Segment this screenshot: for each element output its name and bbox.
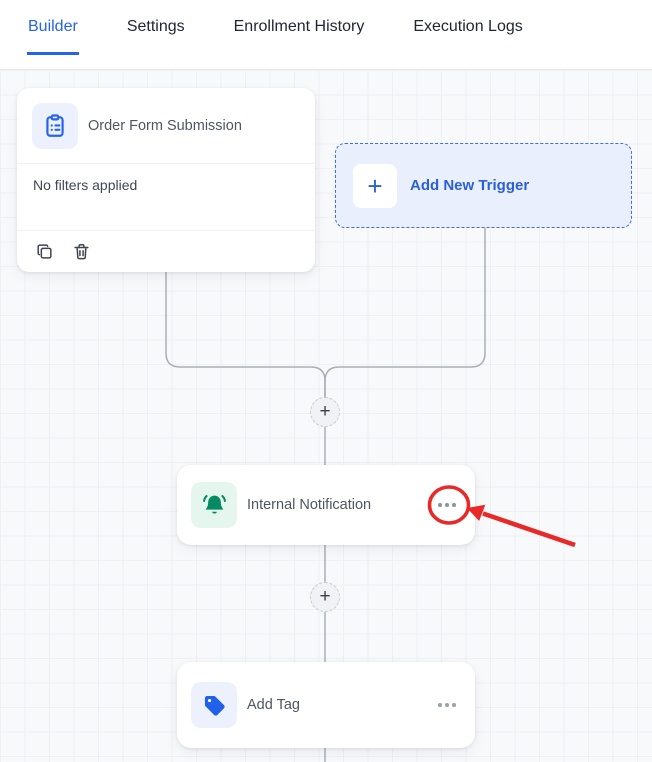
delete-button[interactable] <box>71 241 91 261</box>
trash-icon <box>73 243 89 259</box>
bell-ring-icon <box>191 482 237 528</box>
action-menu-button[interactable] <box>433 694 461 716</box>
trigger-title: Order Form Submission <box>88 117 242 134</box>
action-title: Internal Notification <box>247 497 372 513</box>
workflow-canvas[interactable]: Order Form Submission No filters applied <box>0 70 652 762</box>
ellipsis-icon <box>438 703 442 707</box>
trigger-filters-text: No filters applied <box>17 164 315 231</box>
clipboard-list-icon <box>32 102 78 149</box>
connector-left-branch <box>165 272 326 412</box>
action-title: Add Tag <box>247 697 300 713</box>
tab-settings[interactable]: Settings <box>126 0 186 55</box>
connector-right-branch <box>324 228 486 412</box>
tag-icon <box>191 682 237 728</box>
trigger-card-order-form-submission[interactable]: Order Form Submission No filters applied <box>17 88 315 272</box>
add-step-button-2[interactable]: + <box>310 582 340 612</box>
add-step-button-1[interactable]: + <box>310 397 340 427</box>
tab-bar: Builder Settings Enrollment History Exec… <box>0 0 652 70</box>
duplicate-icon <box>36 243 52 259</box>
trigger-card-header: Order Form Submission <box>17 88 315 164</box>
action-menu-button[interactable] <box>433 494 461 516</box>
duplicate-button[interactable] <box>34 241 54 261</box>
tab-builder[interactable]: Builder <box>27 0 79 55</box>
ellipsis-icon <box>438 503 442 507</box>
action-card-internal-notification[interactable]: Internal Notification <box>177 465 475 545</box>
add-new-trigger-label: Add New Trigger <box>410 177 530 194</box>
annotation-arrow-shaft <box>482 511 576 548</box>
plus-icon: + <box>353 163 397 208</box>
action-card-add-tag[interactable]: Add Tag <box>177 662 475 748</box>
trigger-card-footer <box>17 231 315 271</box>
add-new-trigger-button[interactable]: + Add New Trigger <box>335 143 632 228</box>
tab-enrollment-history[interactable]: Enrollment History <box>233 0 366 55</box>
tab-execution-logs[interactable]: Execution Logs <box>412 0 523 55</box>
